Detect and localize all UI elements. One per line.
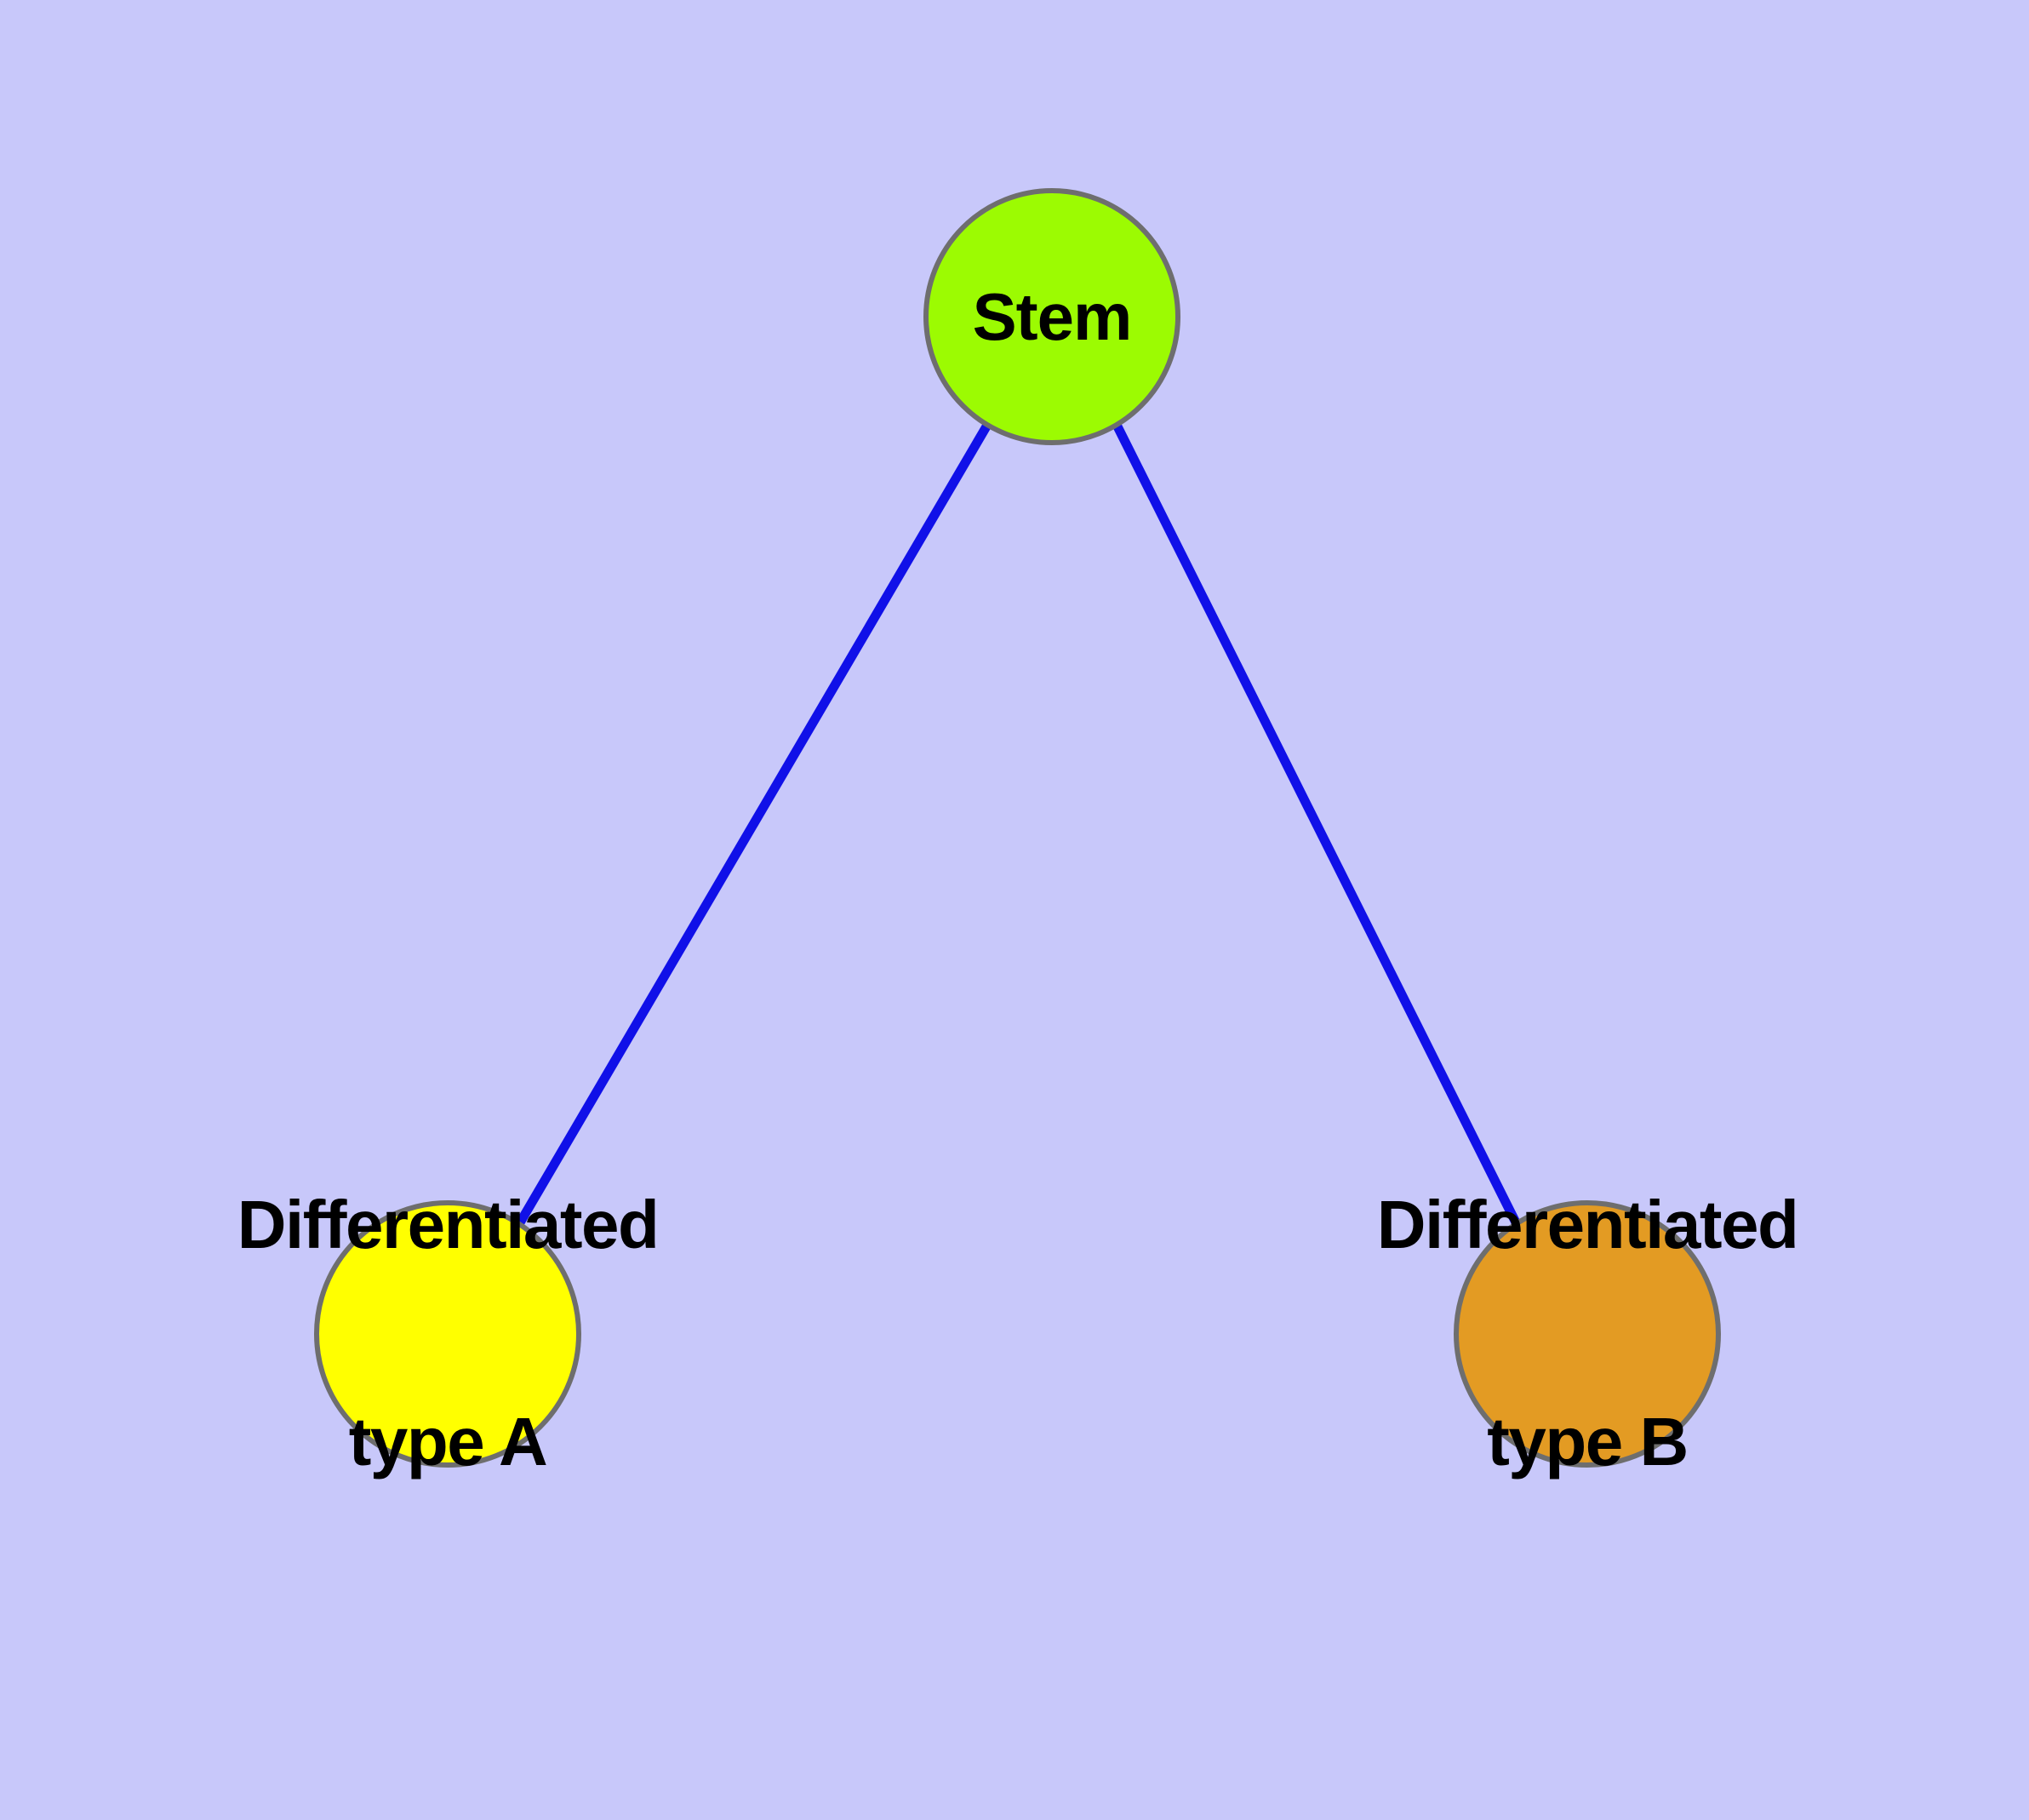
node-diff-b-circle[interactable] [1454,1200,1721,1468]
node-stem-circle[interactable] [923,188,1180,445]
node-layer [314,188,1721,1468]
edge-stem-to-diff-a[interactable] [515,424,991,1227]
edge-stem-to-diff-b[interactable] [1113,424,1521,1227]
edge-layer [515,424,1521,1227]
node-diff-a-circle[interactable] [314,1200,581,1468]
